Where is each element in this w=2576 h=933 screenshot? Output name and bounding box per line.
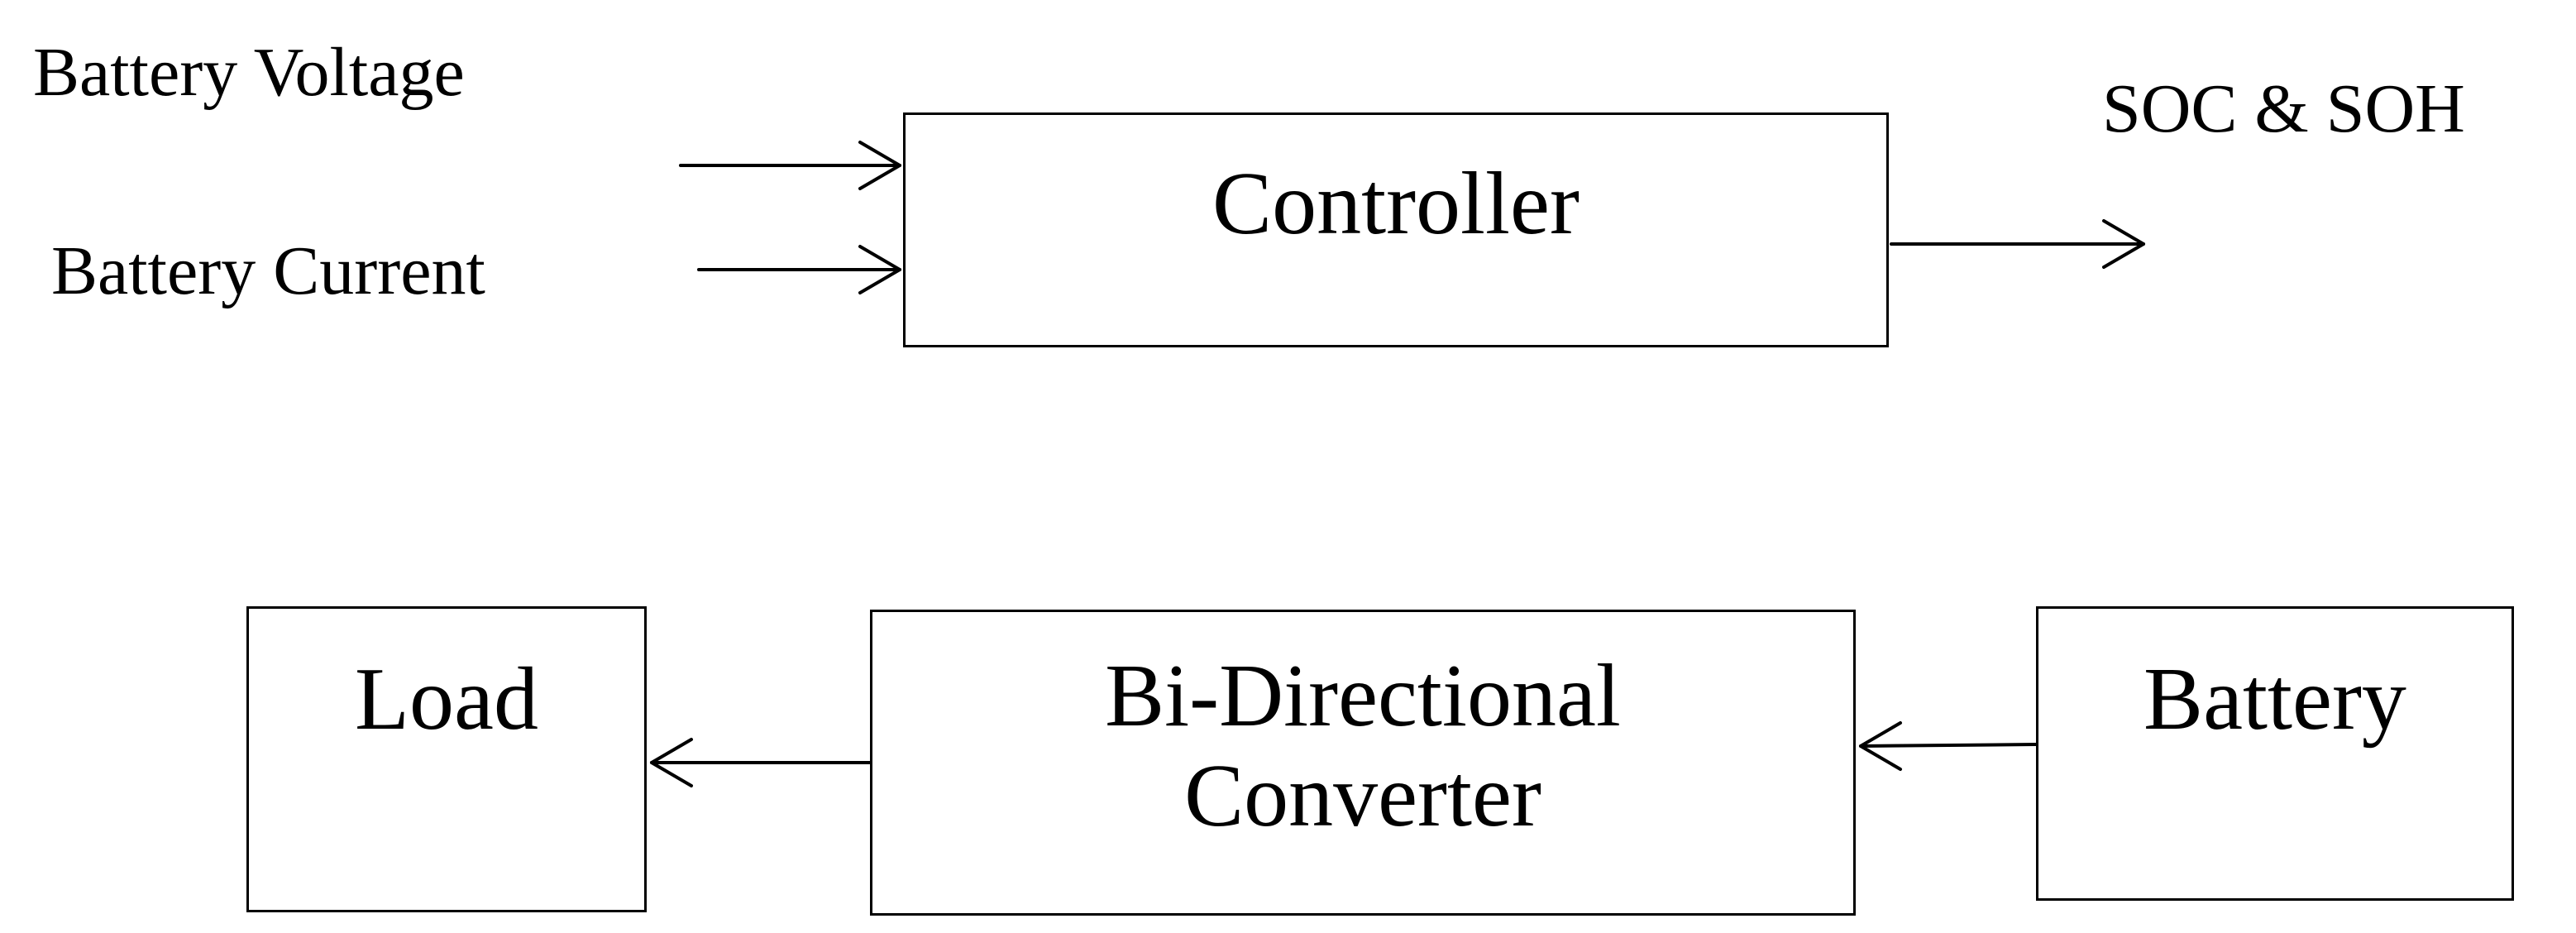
controller-to-output-arrow (1890, 219, 2145, 269)
battery-to-converter-arrow (1859, 721, 2038, 771)
battery-title: Battery (2143, 650, 2406, 749)
converter-block: Bi-Directional Converter (870, 610, 1856, 916)
converter-title: Bi-Directional Converter (872, 647, 1853, 847)
load-block: Load (246, 606, 647, 912)
converter-to-load-arrow (650, 738, 872, 787)
controller-block: Controller (903, 112, 1889, 347)
load-title: Load (355, 650, 538, 749)
converter-title-line-2: Converter (1184, 746, 1541, 845)
battery-current-label: Battery Current (51, 232, 485, 309)
converter-title-line-1: Bi-Directional (1105, 647, 1621, 745)
controller-title: Controller (1212, 155, 1580, 253)
voltage-to-controller-arrow (679, 141, 901, 190)
current-to-controller-arrow (697, 245, 901, 294)
battery-block: Battery (2036, 606, 2514, 901)
soc-soh-output-label: SOC & SOH (2102, 70, 2465, 147)
battery-voltage-label: Battery Voltage (33, 34, 465, 111)
